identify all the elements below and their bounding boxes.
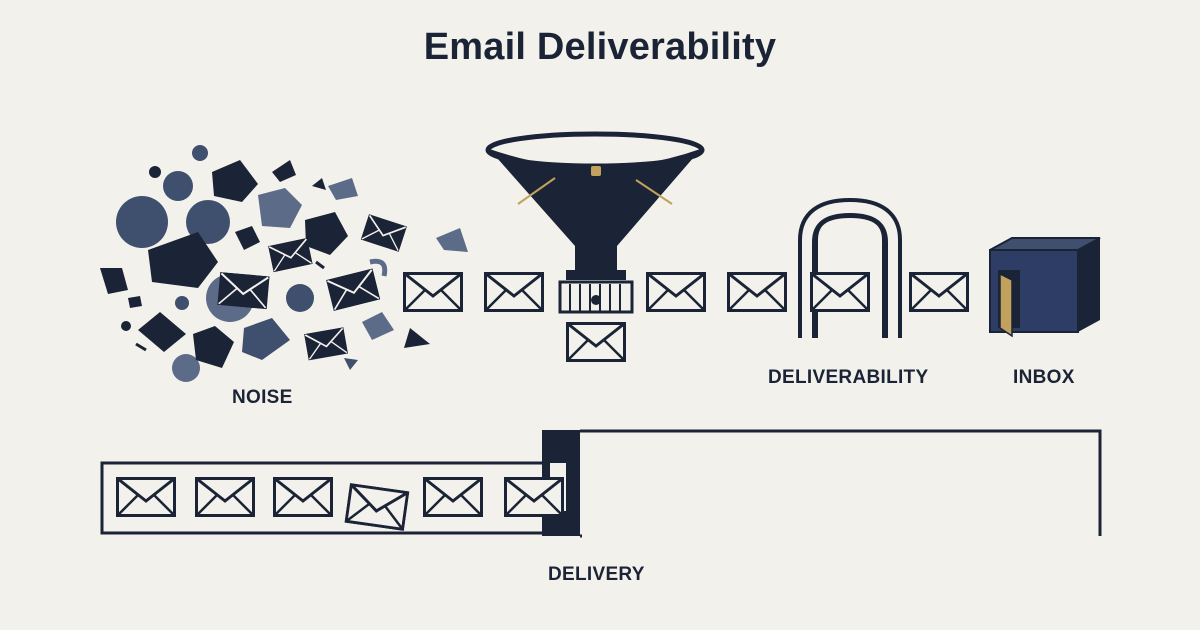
- noise-shape: [172, 354, 200, 382]
- noise-shape: [235, 226, 260, 250]
- inbox-label: INBOX: [1013, 367, 1075, 388]
- noise-shape: [121, 321, 131, 331]
- deliverability-label: DELIVERABILITY: [768, 367, 929, 388]
- noise-shape: [163, 171, 193, 201]
- envelope-icon: [403, 272, 463, 312]
- delivery-envelope-icon: [504, 477, 564, 517]
- envelope-icon: [727, 272, 787, 312]
- noise-shape: [128, 296, 142, 308]
- deliverability-arch-icon: [798, 197, 902, 338]
- noise-shape: [242, 318, 290, 360]
- noise-shape: [212, 160, 258, 202]
- noise-shape: [193, 326, 234, 368]
- envelope-icon: [484, 272, 544, 312]
- noise-shape: [362, 312, 394, 340]
- filtered-envelope-icon: [566, 322, 626, 362]
- noise-shape: [116, 196, 168, 248]
- noise-shape: [328, 178, 358, 200]
- delivery-envelope-icon: [423, 477, 483, 517]
- noise-cluster: [100, 145, 468, 382]
- noise-shape: [344, 358, 358, 370]
- noise-shape: [138, 312, 186, 352]
- noise-shape: [272, 160, 296, 182]
- delivery-envelope-icon: [273, 477, 333, 517]
- noise-envelope-icon: [268, 238, 313, 273]
- noise-envelope-icon: [360, 214, 407, 252]
- noise-label: NOISE: [232, 387, 293, 408]
- noise-shape: [149, 166, 161, 178]
- delivery-label: DELIVERY: [548, 564, 645, 585]
- noise-shape: [312, 178, 326, 190]
- noise-shape: [175, 296, 189, 310]
- inbox-box-icon: [989, 237, 1101, 338]
- delivery-envelope-icon: [344, 483, 410, 531]
- noise-shape: [192, 145, 208, 161]
- noise-shape: [436, 228, 468, 252]
- noise-shape: [305, 212, 348, 255]
- noise-shape: [369, 258, 388, 277]
- page-title: Email Deliverability: [423, 26, 777, 68]
- gate-envelope-icon: [810, 272, 870, 312]
- noise-shape: [258, 188, 302, 228]
- noise-envelope-icon: [326, 268, 381, 311]
- noise-shape: [286, 284, 314, 312]
- noise-envelope-icon: [217, 272, 270, 310]
- noise-shape: [315, 260, 325, 270]
- noise-envelope-icon: [304, 327, 348, 361]
- envelope-icon: [646, 272, 706, 312]
- delivery-envelope-icon: [116, 477, 176, 517]
- delivery-envelope-icon: [195, 477, 255, 517]
- noise-shape: [135, 342, 147, 352]
- funnel-filter-icon: [485, 131, 705, 314]
- noise-shape: [404, 328, 430, 348]
- envelope-icon: [909, 272, 969, 312]
- noise-shape: [148, 232, 218, 288]
- noise-shape: [100, 268, 128, 294]
